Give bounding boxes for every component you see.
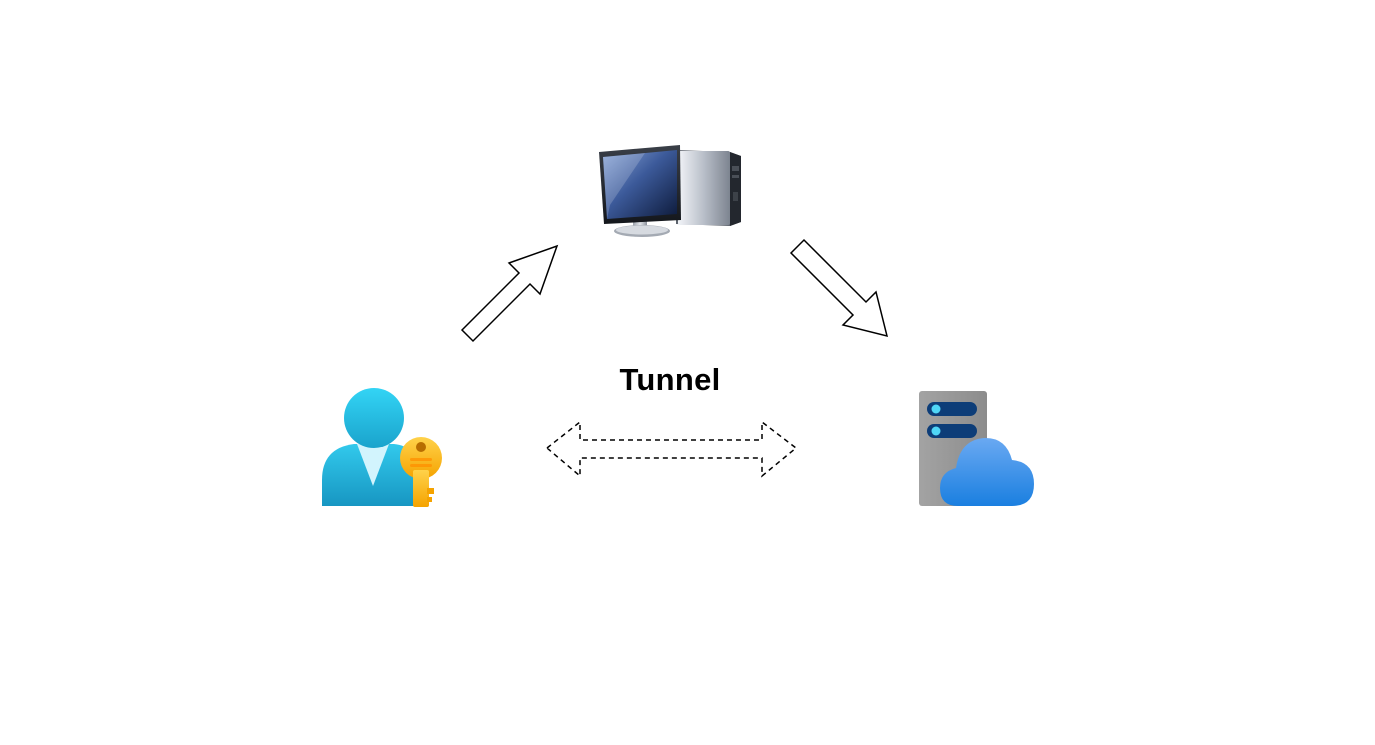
arrow-user-to-computer <box>460 244 559 343</box>
desktop-computer-icon <box>599 145 741 237</box>
user-key-icon <box>322 388 442 507</box>
tunnel-label: Tunnel <box>619 362 721 397</box>
tunnel-double-arrow <box>545 420 798 478</box>
key-icon <box>400 437 442 507</box>
user-head <box>344 388 404 448</box>
computer-tower <box>676 150 741 226</box>
cloud-server-icon <box>919 391 1034 506</box>
user-collar <box>357 444 389 486</box>
cloud-shape <box>940 437 1034 506</box>
monitor <box>599 145 681 224</box>
arrow-computer-to-server <box>789 238 889 338</box>
